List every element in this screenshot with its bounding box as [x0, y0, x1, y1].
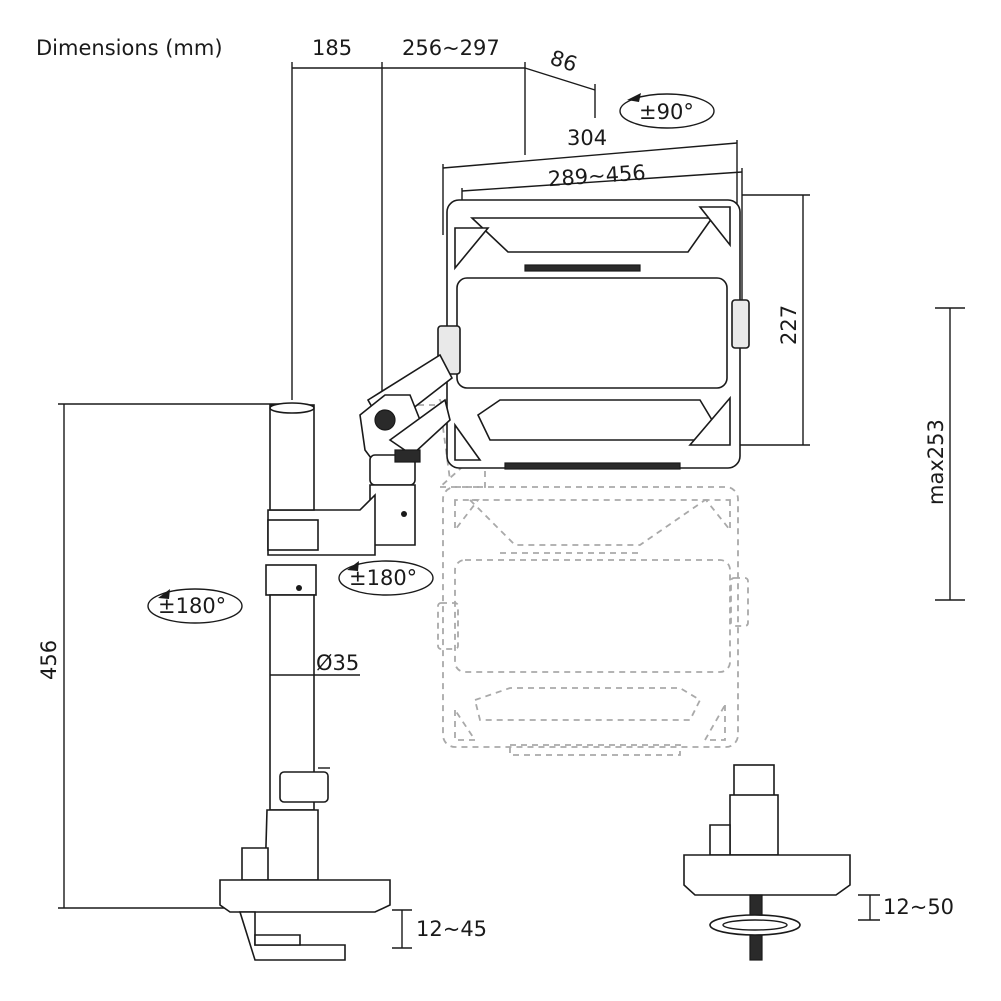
clamp-range-line — [392, 909, 412, 949]
gas-spring-arm — [359, 353, 454, 546]
dim-tray-outer: 304 — [567, 126, 607, 150]
dim-arm-first: 185 — [312, 36, 352, 60]
dim-arm-second: 256~297 — [402, 36, 500, 60]
pole — [265, 402, 330, 811]
tilt-rotation-label: ±90° — [639, 100, 694, 124]
top-dimension-lines — [291, 62, 743, 400]
pole-swivel-label: ±180° — [158, 594, 226, 618]
grommet-mount — [683, 764, 851, 961]
dim-tray-height: 227 — [777, 305, 801, 345]
dim-grommet-range: 12~50 — [883, 895, 954, 919]
diagram-title: Dimensions (mm) — [36, 36, 223, 60]
dim-height-adjust: max253 — [924, 419, 948, 505]
arm-swivel-label: ±180° — [349, 566, 417, 590]
dim-tray-inner: 289~456 — [547, 160, 646, 191]
dim-clamp-range: 12~45 — [416, 917, 487, 941]
dim-pole-height: 456 — [37, 640, 61, 680]
laptop-tray — [437, 199, 750, 470]
tilt-rotation-badge: ±90° — [619, 93, 715, 129]
pole-swivel-badge: ±180° — [147, 588, 243, 624]
arm-swivel-badge: ±180° — [338, 560, 434, 596]
dim-pole-diameter: Ø35 — [316, 651, 359, 675]
desk-clamp — [219, 809, 391, 961]
pole-height-line — [58, 403, 292, 909]
dim-offset: 86 — [547, 46, 580, 77]
height-adjust-line — [935, 307, 965, 601]
grommet-range-line — [858, 894, 880, 921]
